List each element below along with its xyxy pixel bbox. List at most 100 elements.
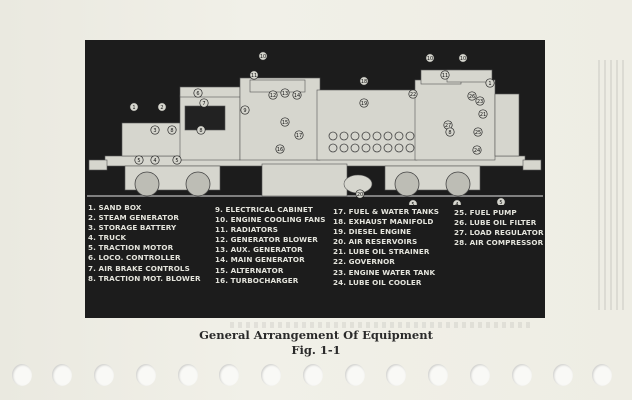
callout-number: 24	[474, 148, 480, 154]
cab-roof	[179, 86, 241, 98]
legend-item: 3. STORAGE BATTERY	[88, 223, 177, 233]
callout-marker	[157, 102, 167, 112]
cylinder	[372, 131, 382, 141]
callout-number: 17	[296, 133, 302, 139]
long-hood-rear	[414, 79, 496, 161]
binder-hole	[470, 364, 490, 386]
callout-number: 23	[477, 99, 483, 105]
callout-marker	[472, 145, 482, 155]
fuel-tank	[261, 163, 348, 197]
callout-number: 12	[270, 93, 276, 99]
callout-marker	[150, 155, 160, 165]
callout-marker	[268, 90, 278, 100]
callout-number: 16	[277, 147, 283, 153]
callout-number: 13	[282, 91, 288, 97]
callout-marker	[458, 53, 468, 63]
callout-marker	[445, 127, 455, 137]
callout-marker	[193, 88, 203, 98]
callout-number: 5	[411, 202, 414, 205]
legend-item: 19. DIESEL ENGINE	[333, 227, 412, 237]
legend-item: 9. ELECTRICAL CABINET	[215, 205, 313, 214]
legend-item: 10. ENGINE COOLING FANS	[215, 215, 326, 225]
callout-number: 25	[475, 130, 481, 136]
callout-marker	[440, 70, 450, 80]
cylinder	[394, 131, 404, 141]
legend-item: 20. AIR RESERVOIRS	[333, 237, 418, 247]
callout-number: 5	[499, 200, 502, 205]
legend-item: 11. RADIATORS	[215, 225, 278, 235]
callout-marker	[485, 78, 495, 88]
wheel	[134, 171, 160, 197]
wheel	[394, 171, 420, 197]
binder-hole	[512, 364, 532, 386]
legend-item: 18. EXHAUST MANIFOLD	[333, 217, 434, 227]
cylinder	[405, 131, 415, 141]
callout-marker	[275, 144, 285, 154]
callout-marker	[134, 155, 144, 165]
cylinder	[328, 131, 338, 141]
callout-marker	[150, 125, 160, 135]
legend-item: 24. LUBE OIL COOLER	[333, 277, 422, 287]
legend-item: 4. TRUCK	[88, 233, 127, 243]
callout-marker	[467, 91, 477, 101]
callout-number: 4	[455, 202, 458, 205]
cab-window	[184, 105, 226, 131]
cylinder	[339, 143, 349, 153]
callout-marker	[478, 109, 488, 119]
wheel	[445, 171, 471, 197]
binder-hole	[303, 364, 323, 386]
callout-number: 20	[357, 192, 363, 198]
rear-roof-fan	[446, 69, 493, 83]
legend-item: 13. AUX. GENERATOR	[215, 245, 303, 255]
cylinder	[394, 143, 404, 153]
callout-number: 19	[361, 101, 367, 107]
binder-hole	[553, 364, 573, 386]
callout-number: 10	[460, 56, 466, 62]
callout-number: 15	[282, 120, 288, 126]
callout-number: 8	[199, 128, 202, 134]
callout-number: 8	[170, 128, 173, 134]
cylinder	[328, 143, 338, 153]
cylinder	[383, 131, 393, 141]
binder-hole	[345, 364, 365, 386]
legend-item: 8. TRACTION MOT. BLOWER	[88, 273, 201, 283]
callout-number: 27	[445, 123, 451, 129]
bleed-through-text	[230, 322, 530, 328]
legend-item: 17. FUEL & WATER TANKS	[333, 207, 440, 216]
legend-item: 25. FUEL PUMP	[454, 208, 517, 217]
legend-column-3: 17. FUEL & WATER TANKS 18. EXHAUST MANIF…	[333, 207, 439, 288]
callout-number: 4	[153, 158, 156, 164]
callout-marker	[425, 53, 435, 63]
callout-marker	[475, 96, 485, 106]
binder-hole	[52, 364, 72, 386]
callout-marker	[129, 102, 139, 112]
callout-number: 1	[132, 105, 135, 111]
front-coupler	[88, 159, 108, 171]
callout-marker	[240, 105, 250, 115]
callout-marker	[408, 199, 418, 205]
callout-number: 1	[488, 81, 491, 87]
callout-marker	[359, 76, 369, 86]
legend-item: 12. GENERATOR BLOWER	[215, 235, 318, 245]
legend-column-4: 25. FUEL PUMP 26. LUBE OIL FILTER 27. LO…	[454, 208, 544, 248]
callout-marker	[199, 98, 209, 108]
legend-column-2: 9. ELECTRICAL CABINET 10. ENGINE COOLING…	[215, 205, 325, 286]
rear-sand-box	[494, 93, 520, 157]
callout-number: 10	[427, 56, 433, 62]
binder-hole	[12, 364, 32, 386]
callout-number: 5	[175, 158, 178, 164]
legend-item: 26. LUBE OIL FILTER	[454, 218, 537, 228]
legend-item: 5. TRACTION MOTOR	[88, 243, 174, 253]
callout-number: 21	[480, 112, 486, 118]
callout-marker	[496, 197, 506, 205]
figure-caption-number: Fig. 1-1	[291, 343, 341, 357]
binder-hole	[592, 364, 612, 386]
cylinder	[361, 131, 371, 141]
binder-hole	[136, 364, 156, 386]
callout-number: 26	[469, 94, 475, 100]
legend-item: 28. AIR COMPRESSOR	[454, 238, 544, 248]
rear-coupler	[522, 159, 542, 171]
legend-column-1: 1. SAND BOX 2. STEAM GENERATOR 3. STORAG…	[88, 203, 201, 284]
callout-number: 22	[410, 92, 416, 98]
